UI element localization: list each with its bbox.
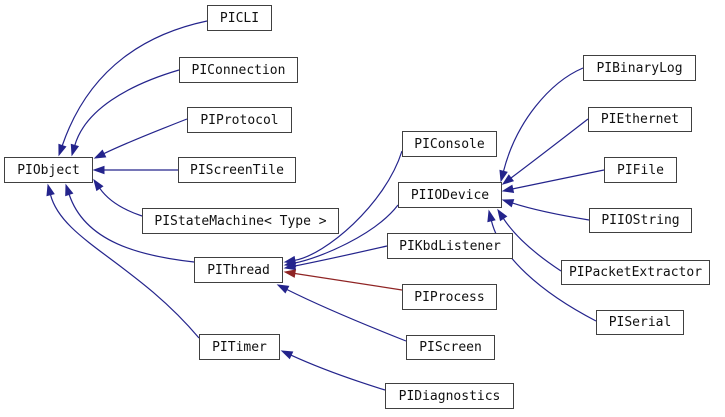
edge-pithread-piobject xyxy=(65,183,195,263)
edge-line xyxy=(290,354,386,391)
edge-line xyxy=(512,169,605,190)
edge-line xyxy=(61,20,208,146)
edge-line xyxy=(286,288,407,342)
class-node-piscreen[interactable]: PIScreen xyxy=(406,335,495,360)
class-node-pithread[interactable]: PIThread xyxy=(194,257,283,283)
edge-line xyxy=(294,204,399,264)
edge-piserial-piiodevice xyxy=(487,209,597,322)
arrowhead xyxy=(501,199,515,208)
edge-pitimer-piobject xyxy=(46,183,200,339)
class-node-pitimer[interactable]: PITimer xyxy=(199,334,280,360)
class-node-pibinarylog[interactable]: PIBinaryLog xyxy=(583,55,696,81)
edge-line xyxy=(510,118,589,179)
edge-line xyxy=(294,245,388,267)
edge-line xyxy=(490,220,597,322)
edge-line xyxy=(49,194,200,339)
arrowhead xyxy=(93,178,104,192)
edge-line xyxy=(103,118,188,155)
edge-piethernet-piiodevice xyxy=(501,118,589,185)
class-node-pistatemachine[interactable]: PIStateMachine< Type > xyxy=(142,208,339,234)
class-node-pikbdlistener[interactable]: PIKbdListener xyxy=(387,233,513,259)
edge-piiostring-piiodevice xyxy=(501,199,590,221)
edge-pidiagnostics-pitimer xyxy=(280,350,386,391)
class-node-pidiagnostics[interactable]: PIDiagnostics xyxy=(385,383,514,409)
class-node-piprocess[interactable]: PIProcess xyxy=(402,284,497,310)
class-node-piobject[interactable]: PIObject xyxy=(4,157,93,183)
arrowhead xyxy=(283,269,297,278)
arrowhead xyxy=(92,165,105,175)
edge-line xyxy=(502,218,562,272)
edge-pifile-piiodevice xyxy=(501,169,605,193)
arrowhead xyxy=(501,184,515,193)
edge-line xyxy=(68,194,195,263)
arrowhead xyxy=(280,350,294,360)
edge-picli-piobject xyxy=(58,20,208,157)
edge-piscreen-pithread xyxy=(276,284,407,342)
edge-piconnection-piobject xyxy=(70,69,180,157)
arrowhead xyxy=(70,143,80,157)
arrowhead xyxy=(93,149,107,159)
arrowhead xyxy=(497,208,508,222)
edge-pibinarylog-piiodevice xyxy=(499,67,584,183)
arrowhead xyxy=(499,169,508,183)
arrowhead xyxy=(487,209,496,223)
edge-piprotocol-piobject xyxy=(93,118,188,159)
class-node-pipacketextractor[interactable]: PIPacketExtractor xyxy=(561,260,710,285)
arrowhead xyxy=(501,174,515,185)
edge-line xyxy=(74,69,180,146)
edge-line xyxy=(99,187,143,217)
class-node-piprotocol[interactable]: PIProtocol xyxy=(187,107,292,133)
edge-piscreentile-piobject xyxy=(92,165,178,175)
arrowhead xyxy=(65,183,74,197)
arrowhead xyxy=(276,284,290,294)
edge-piprocess-pithread xyxy=(283,269,403,291)
class-node-piiostring[interactable]: PIIOString xyxy=(589,208,692,233)
edge-line xyxy=(512,202,590,221)
edge-pistatemachine-piobject xyxy=(93,178,143,217)
class-node-piconsole[interactable]: PIConsole xyxy=(402,131,497,157)
edge-line xyxy=(294,272,403,291)
arrowhead xyxy=(46,183,55,197)
class-node-picli[interactable]: PICLI xyxy=(207,5,272,31)
class-node-piiodevice[interactable]: PIIODevice xyxy=(398,182,502,208)
class-node-piscreentile[interactable]: PIScreenTile xyxy=(178,157,296,183)
class-node-piethernet[interactable]: PIEthernet xyxy=(588,107,692,132)
class-node-pifile[interactable]: PIFile xyxy=(604,157,677,183)
arrowhead xyxy=(58,143,67,157)
edge-line xyxy=(502,67,584,172)
class-node-piconnection[interactable]: PIConnection xyxy=(179,57,298,83)
class-node-piserial[interactable]: PISerial xyxy=(596,310,684,335)
edge-line xyxy=(294,150,403,261)
arrowhead xyxy=(283,261,297,271)
edge-pipacketextractor-piiodevice xyxy=(497,208,562,272)
edge-pikbdlistener-pithread xyxy=(283,245,388,271)
